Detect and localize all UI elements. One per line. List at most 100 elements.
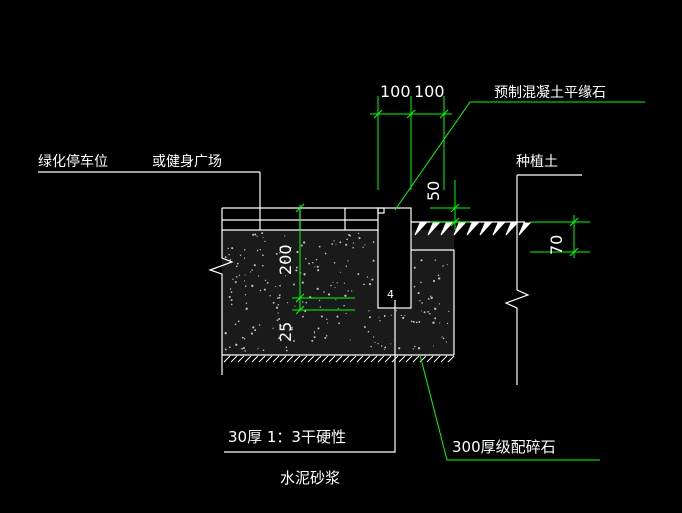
ground-hatch-tick: [286, 355, 294, 363]
soil-hatch-mark: [492, 222, 506, 236]
aggregate-dot: [229, 288, 232, 290]
aggregate-dot: [279, 252, 281, 254]
ground-hatching: [223, 355, 455, 363]
aggregate-dot: [335, 299, 337, 301]
aggregate-dot: [374, 341, 376, 343]
aggregate-dot: [370, 345, 372, 348]
soil-hatch-mark: [518, 222, 532, 236]
aggregate-dot: [326, 318, 328, 321]
aggregate-dot: [259, 289, 262, 292]
aggregate-dot: [326, 322, 329, 324]
aggregate-dot: [244, 350, 247, 352]
aggregate-dot: [331, 243, 334, 245]
aggregate-dot: [402, 316, 405, 320]
aggregate-dot: [314, 332, 316, 334]
ground-hatch-tick: [300, 355, 308, 363]
aggregate-dot: [377, 342, 379, 345]
aggregate-dot: [333, 240, 335, 242]
aggregate-dot: [418, 320, 421, 323]
aggregate-dot: [339, 271, 341, 273]
aggregate-dot: [336, 282, 338, 284]
aggregate-dot: [277, 312, 279, 314]
aggregate-dot: [278, 294, 281, 296]
aggregate-dot: [256, 235, 258, 237]
dim-50-tick-2: [450, 217, 460, 227]
dim-text-25: 25: [276, 322, 295, 342]
aggregate-dot: [295, 266, 298, 269]
aggregate-dot: [413, 266, 416, 269]
aggregate-dot: [316, 287, 319, 291]
dim-text-200: 200: [276, 244, 295, 275]
aggregate-dot: [235, 276, 238, 278]
ground-hatch-tick: [223, 355, 231, 363]
aggregate-dot: [245, 307, 248, 310]
aggregate-dot: [264, 279, 267, 282]
aggregate-dot: [442, 265, 444, 267]
dim-70-tick-2: [569, 247, 579, 257]
ground-hatch-tick: [244, 355, 252, 363]
aggregate-dot: [243, 337, 246, 340]
aggregate-dot: [413, 285, 416, 288]
aggregate-dot: [404, 314, 406, 316]
ground-hatch-tick: [433, 355, 441, 363]
aggregate-dot: [398, 347, 401, 350]
ground-hatch-tick: [419, 355, 427, 363]
aggregate-dot: [420, 281, 422, 284]
aggregate-dot: [335, 243, 337, 245]
aggregate-dot: [334, 287, 336, 289]
aggregate-dot: [224, 332, 227, 335]
aggregate-dot: [438, 277, 441, 280]
aggregate-dot: [241, 336, 244, 339]
aggregate-dot: [372, 336, 375, 338]
aggregate-dot: [364, 244, 366, 246]
aggregate-dot: [224, 348, 227, 351]
aggregate-hatching: [224, 232, 450, 352]
aggregate-dot: [348, 233, 351, 237]
ground-hatch-tick: [342, 355, 350, 363]
aggregate-dot: [343, 304, 345, 307]
aggregate-dot: [393, 339, 396, 342]
aggregate-dot: [380, 345, 383, 347]
aggregate-dot: [379, 320, 381, 322]
aggregate-dot: [372, 259, 375, 262]
aggregate-dot: [318, 245, 321, 248]
aggregate-dot: [358, 237, 361, 240]
aggregate-dot: [400, 314, 402, 317]
aggregate-dot: [427, 298, 430, 300]
aggregate-dot: [315, 258, 318, 261]
aggregate-dot: [311, 339, 314, 342]
aggregate-dot: [308, 262, 311, 265]
aggregate-dot: [239, 254, 242, 256]
aggregate-dot: [438, 303, 440, 305]
aggregate-dot: [229, 259, 232, 261]
aggregate-dot: [427, 310, 430, 313]
aggregate-dot: [245, 302, 248, 304]
aggregate-dot: [446, 322, 449, 325]
aggregate-dot: [257, 275, 260, 277]
aggregate-dot: [390, 314, 392, 316]
aggregate-dot: [419, 300, 421, 302]
gravel-leader: [419, 354, 600, 461]
aggregate-dot: [238, 274, 241, 276]
aggregate-dot: [311, 261, 314, 264]
aggregate-dot: [314, 266, 316, 268]
aggregate-dot: [318, 299, 321, 302]
aggregate-dot: [384, 346, 387, 349]
ground-hatch-tick: [412, 355, 420, 363]
ground-hatch-tick: [272, 355, 280, 363]
ground-hatch-tick: [356, 355, 364, 363]
aggregate-dot: [323, 291, 325, 293]
aggregate-dot: [279, 284, 281, 287]
aggregate-dot: [332, 281, 334, 283]
ground-hatch-tick: [349, 355, 357, 363]
aggregate-dot: [251, 284, 254, 288]
mortar-leader: [224, 300, 396, 453]
section-structure: [38, 171, 582, 453]
aggregate-dot: [301, 281, 304, 284]
aggregate-dot: [229, 346, 231, 349]
aggregate-dot: [434, 307, 437, 310]
label-gravel: 300厚级配碎石: [452, 438, 556, 456]
aggregate-dot: [372, 241, 375, 243]
aggregate-dot: [241, 347, 243, 350]
aggregate-dot: [339, 241, 342, 244]
